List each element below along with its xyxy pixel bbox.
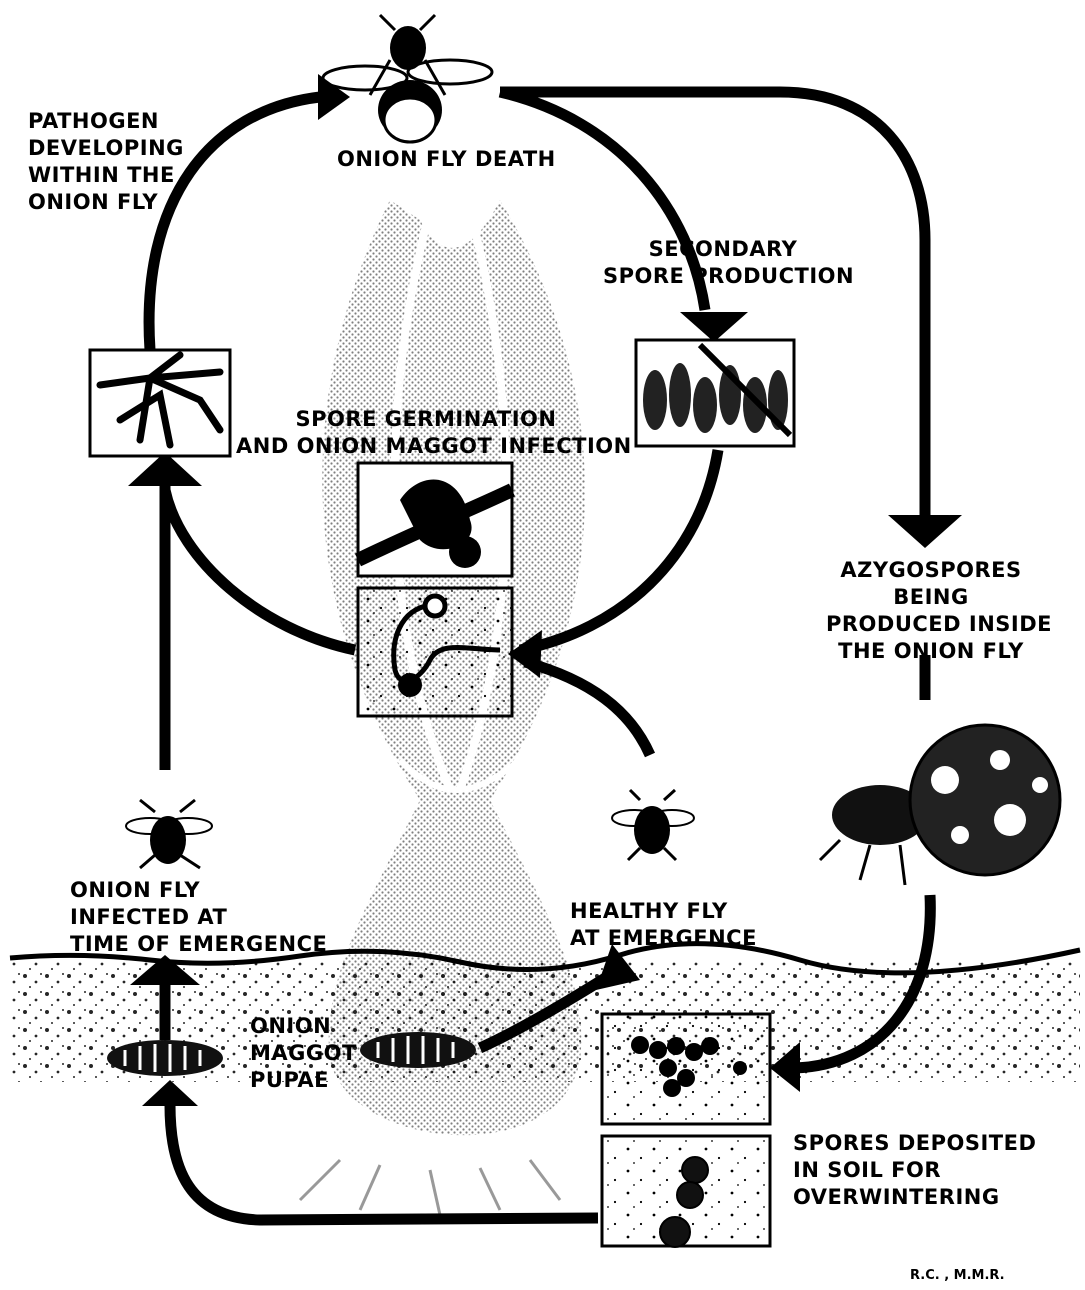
label-healthy-fly: HEALTHY FLY AT EMERGENCE [570,898,757,952]
dead-onion-fly [323,15,492,142]
panel-secondary-spores [636,340,794,446]
label-onion-fly-death: ONION FLY DEATH [337,146,556,173]
azygospore-fly-magnified [820,725,1060,885]
pupa-right [360,1032,476,1068]
panel-maggot-infection [358,588,512,716]
label-onion-fly-infected: ONION FLY INFECTED AT TIME OF EMERGENCE [70,877,327,958]
label-spore-germination: SPORE GERMINATION AND ONION MAGGOT INFEC… [236,406,616,460]
panel-pathogen-hyphae [90,350,230,456]
label-onion-maggot-pupae: ONION MAGGOT PUPAE [250,1013,357,1094]
panel-resting-spores [602,1014,770,1124]
artist-credit: R.C. , M.M.R. [910,1268,1005,1283]
infected-fly [126,800,212,868]
arrow-soil-loop [170,1105,598,1220]
label-azygospores: AZYGOSPORES BEING PRODUCED INSIDE THE ON… [826,557,1036,665]
label-secondary-spore-production: SECONDARY SPORE PRODUCTION [603,236,843,290]
pupa-left [107,1040,223,1076]
label-pathogen-developing: PATHOGEN DEVELOPING WITHIN THE ONION FLY [28,108,184,216]
panel-overwintering-spores [602,1136,770,1247]
healthy-fly [612,790,694,860]
label-spores-deposited: SPORES DEPOSITED IN SOIL FOR OVERWINTERI… [793,1130,1036,1211]
panel-spore-germination [358,463,512,576]
